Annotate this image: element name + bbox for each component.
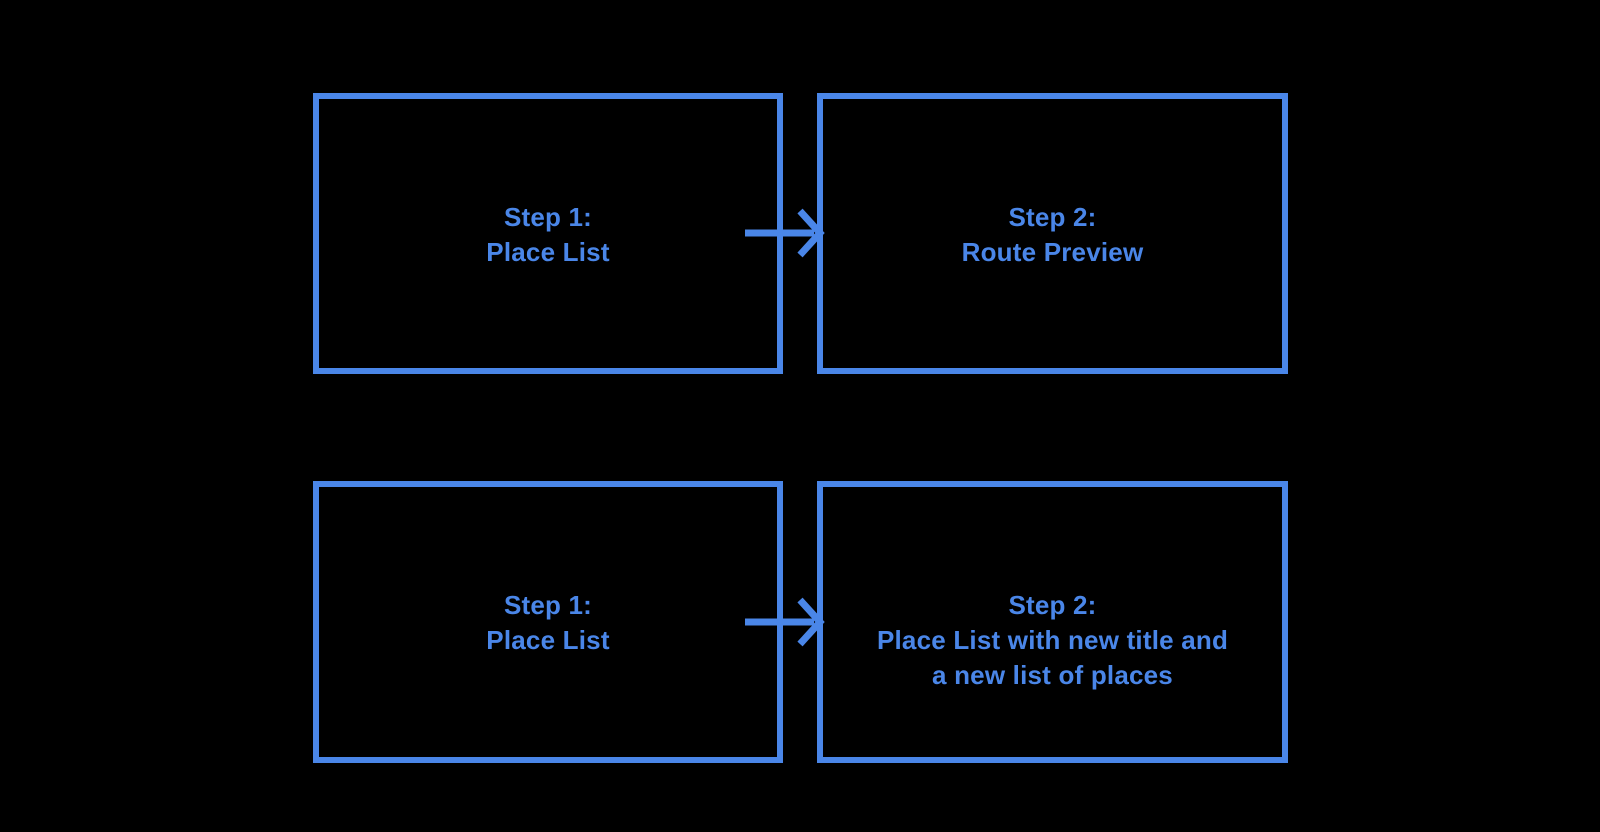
flow-box-label: Step 1: Place List xyxy=(486,202,610,267)
flow-box-label: Step 1: Place List xyxy=(486,590,610,655)
flow-box-label: Step 2: Route Preview xyxy=(961,202,1144,267)
flow-box-label: Step 2: Place List with new title and a … xyxy=(876,590,1229,690)
flow-box-row1-step2: Step 2: Route Preview xyxy=(817,93,1288,374)
flow-box-row1-step1: Step 1: Place List xyxy=(313,93,783,374)
flow-box-row2-step2: Step 2: Place List with new title and a … xyxy=(817,481,1288,763)
flow-box-row2-step1: Step 1: Place List xyxy=(313,481,783,763)
